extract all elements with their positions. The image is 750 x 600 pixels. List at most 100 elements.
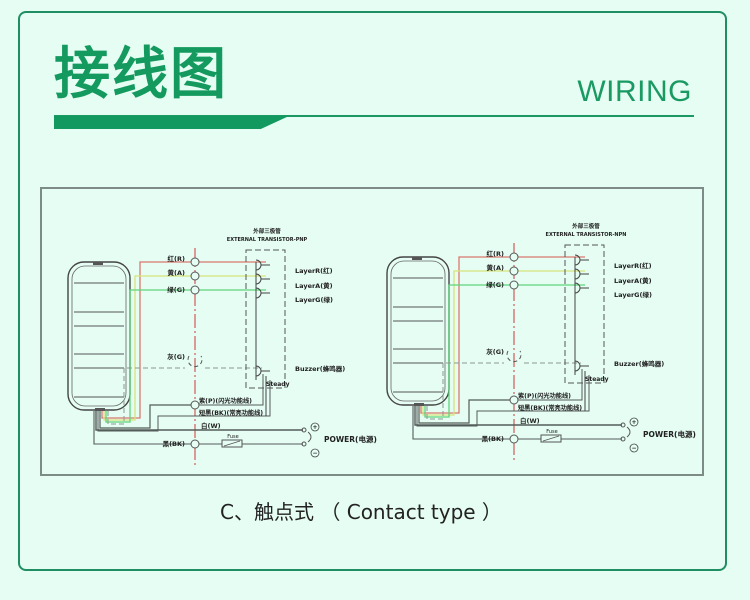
black-wire [412, 406, 510, 440]
transistor-label-cn: 外部三极管 [572, 222, 600, 230]
wire-label-black: 黑(BK) [163, 439, 185, 448]
terminal [509, 266, 519, 276]
brown-black-wire [97, 380, 271, 432]
plus-sign: + [631, 419, 636, 426]
transistor-box [245, 249, 286, 389]
wire-label-yellow: 黄(A) [487, 263, 505, 272]
wire-label-red: 红(R) [168, 254, 185, 263]
power-terminal-plus [620, 422, 626, 428]
wire-label-purple: 紫(P)(闪光功能线) [199, 397, 252, 405]
terminal [190, 400, 200, 410]
red-wire [420, 256, 585, 414]
wire-label-yellow: 黄(A) [168, 268, 186, 277]
power-terminal-minus [620, 436, 626, 442]
power-switch [626, 426, 631, 438]
power-terminal-plus [301, 427, 307, 433]
transistor-symbol [255, 273, 262, 285]
transistor-symbol [255, 287, 262, 299]
buzzer-label: Buzzer(蜂鸣器) [614, 359, 664, 368]
terminal [190, 271, 200, 281]
plus-circle [310, 422, 320, 432]
wire-label-green: 绿(G) [486, 280, 504, 289]
page-subtitle: WIRING [577, 75, 692, 108]
wire-label-white: 白(W) [201, 421, 221, 430]
tower-light-inner [390, 260, 446, 402]
diagram-frame [40, 187, 704, 476]
terminal [190, 439, 200, 449]
wiring-diagram-pnp: 外部三极管 EXTERNAL TRANSISTOR-PNP 红(R) 黄(A) 绿(G)… [67, 227, 377, 468]
diagram-caption: C、触点式 （ Contact type ） [0, 496, 750, 525]
layer-r-label: LayerR(红) [295, 266, 333, 275]
wire-label-gray: 灰(G) [167, 352, 185, 361]
wire-label-black: 黑(BK) [482, 434, 504, 443]
transistor-symbol [255, 259, 262, 271]
purple-wire-right [518, 369, 583, 401]
transistor-label-cn: 外部三极管 [253, 227, 281, 235]
transistor-symbol [574, 254, 581, 266]
wire-label-purple: 紫(P)(闪光功能线) [518, 392, 571, 400]
brown-black-wire [416, 375, 590, 427]
title-accent-bar [54, 116, 289, 129]
layer-a-label: LayerA(黄) [614, 276, 652, 285]
terminal [190, 257, 200, 267]
gray-terminal [187, 355, 203, 368]
wiring-diagram-npn: 外部三极管 EXTERNAL TRANSISTOR-NPN 红(R) 黄(A) 绿(G)… [386, 222, 696, 463]
fuse-element [542, 435, 560, 442]
transistor-symbol [574, 268, 581, 280]
purple-wire [99, 404, 195, 429]
tower-top-cap [412, 257, 422, 260]
wire-label-green: 绿(G) [167, 285, 185, 294]
minus-circle [310, 448, 320, 458]
tower-light-body [67, 261, 131, 411]
red-wire [101, 261, 266, 419]
wire-label-gray: 灰(G) [486, 347, 504, 356]
transistor-symbol [574, 360, 581, 372]
terminal [509, 395, 519, 405]
layer-a-label: LayerA(黄) [295, 281, 333, 290]
white-wire [414, 406, 622, 426]
transistor-symbol [574, 282, 581, 294]
gray-wire [107, 367, 185, 425]
wire-label-brown-black: 短黑(BK)(常亮功能线) [199, 409, 263, 417]
yellow-wire [103, 275, 266, 421]
tower-light-body [386, 256, 450, 406]
title-underline [54, 115, 694, 117]
terminal [190, 285, 200, 295]
power-terminal-minus [301, 441, 307, 447]
content-card [18, 11, 727, 571]
gray-wire [426, 362, 504, 420]
black-wire [93, 411, 191, 445]
minus-sign: − [312, 450, 317, 457]
layer-g-label: LayerG(绿) [614, 290, 652, 299]
wire-label-red: 红(R) [487, 249, 504, 258]
tower-bottom-cap [414, 403, 424, 406]
layer-g-label: LayerG(绿) [295, 295, 333, 304]
terminal [509, 434, 519, 444]
tower-top-cap [93, 262, 103, 265]
gray-terminal [506, 350, 522, 363]
plus-circle [629, 417, 639, 427]
green-wire [105, 289, 266, 423]
steady-label: Steady [266, 381, 290, 388]
transistor-label-en: EXTERNAL TRANSISTOR-NPN [546, 232, 627, 238]
yellow-wire [422, 270, 585, 416]
purple-wire [418, 399, 514, 424]
layer-r-label: LayerR(红) [614, 261, 652, 270]
plus-sign: + [312, 424, 317, 431]
fuse-element [223, 440, 241, 447]
transistor-symbol [255, 365, 262, 377]
transistor-label-en: EXTERNAL TRANSISTOR-PNP [227, 237, 308, 243]
white-wire [95, 411, 303, 431]
transistor-box [564, 244, 605, 384]
purple-wire-right [199, 374, 264, 406]
fuse-label: Fuse [227, 434, 238, 440]
tower-light-inner [71, 265, 127, 407]
minus-circle [629, 443, 639, 453]
power-switch [307, 431, 312, 443]
steady-label: Steady [585, 376, 609, 383]
terminal [509, 252, 519, 262]
power-label: POWER(电源) [324, 434, 377, 444]
wire-label-white: 白(W) [520, 416, 540, 425]
green-wire [424, 284, 585, 418]
